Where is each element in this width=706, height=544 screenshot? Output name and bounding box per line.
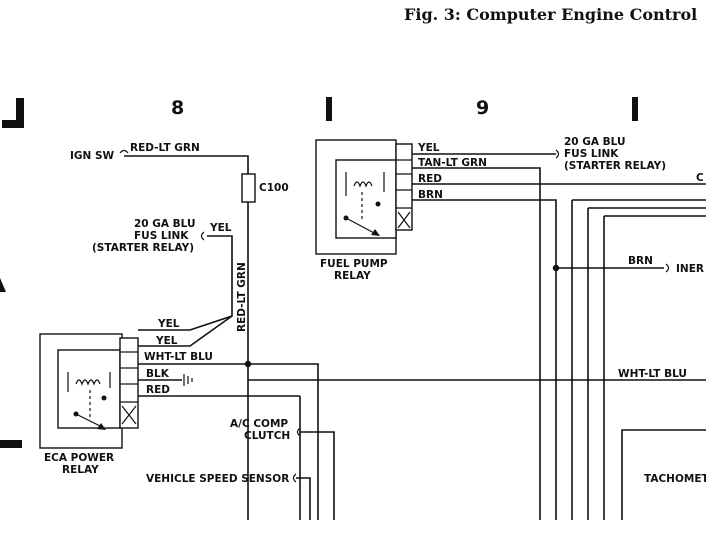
fus-link-left-line1: 20 GA BLU: [134, 218, 196, 230]
fuel-pump-brn-wire: [412, 199, 557, 520]
eca-relay-arrow: [97, 423, 106, 430]
vss-wire: [296, 477, 311, 520]
connector-mark: [119, 149, 129, 154]
ac-comp-label-1: A/C COMP: [230, 418, 288, 430]
edge-arrow-marker: [0, 278, 6, 292]
fuel-pump-relay-label-1: FUEL PUMP: [320, 258, 388, 270]
section-number-8: 8: [171, 97, 184, 119]
ign-sw-label: IGN SW: [70, 150, 115, 162]
fuel-pump-pin-block: [395, 143, 413, 231]
fus-link-left-line2: FUS LINK: [134, 230, 189, 242]
eca-wire-yel-1: YEL: [157, 318, 180, 330]
fuel-pump-relay-arrow: [371, 229, 380, 236]
inert-label-cut: INER: [676, 263, 704, 275]
fus-link-left-mark: [200, 231, 205, 241]
eca-relay-inner: [57, 349, 121, 429]
wht-lt-blu-right-label: WHT-LT BLU: [618, 368, 687, 380]
eca-wire-yel-2: YEL: [155, 335, 178, 347]
fuel-pump-wire-red: RED: [418, 173, 442, 185]
fuel-pump-pin-x: [397, 211, 411, 229]
eca-pin-dividers: [120, 351, 138, 403]
fus-link-right-line1: 20 GA BLU: [564, 136, 626, 148]
eca-yel-wire: [138, 315, 233, 347]
c-label-cut: C: [696, 172, 704, 184]
section-divider-marker: [326, 97, 332, 121]
eca-wire-wht-lt-blu: WHT-LT BLU: [144, 351, 213, 363]
section-number-9: 9: [476, 97, 489, 119]
eca-relay-label-2: RELAY: [62, 464, 99, 476]
fuel-pump-relay-label-2: RELAY: [334, 270, 371, 282]
ground-icon: [183, 374, 193, 386]
figure-title: Fig. 3: Computer Engine Control: [404, 5, 697, 24]
c100-connector: [241, 173, 256, 203]
ac-comp-wire: [300, 431, 335, 520]
fuel-pump-relay-switch-arm: [345, 217, 377, 235]
wire-label-red-lt-grn: RED-LT GRN: [130, 142, 200, 154]
eca-pin-block: [119, 337, 139, 429]
section-divider-marker-right: [632, 97, 638, 121]
fus-link-left-line3: (STARTER RELAY): [92, 242, 194, 254]
section-edge-marker: [0, 440, 22, 448]
inert-connector: [665, 263, 670, 273]
wht-lt-blu-to-right: [248, 363, 319, 520]
vss-connector: [292, 473, 297, 483]
fuel-pump-relay-contact-2: [375, 201, 381, 207]
eca-wire-red: RED: [146, 384, 170, 396]
section-corner-marker: [2, 98, 24, 128]
fus-link-right-line2: FUS LINK: [564, 148, 619, 160]
fuel-pump-wire-tan-lt-grn: TAN-LT GRN: [418, 157, 487, 169]
ac-comp-label-2: CLUTCH: [244, 430, 290, 442]
fuel-pump-relay-coil: [353, 181, 373, 188]
eca-pin-x: [121, 405, 137, 425]
fus-link-right-mark: [555, 149, 560, 159]
eca-relay-label-1: ECA POWER: [44, 452, 114, 464]
eca-wire-blk: BLK: [146, 368, 170, 380]
tachometer-box: [621, 429, 706, 520]
yel-left-label: YEL: [209, 222, 232, 234]
fus-link-right-line3: (STARTER RELAY): [564, 160, 666, 172]
eca-relay-coil: [75, 379, 101, 386]
ign-wire: [124, 155, 249, 174]
brn-right-label: BRN: [628, 255, 653, 267]
harness-top-runs: [572, 199, 706, 217]
fuel-pump-tan-lt-grn-wire: [412, 167, 541, 520]
fuel-pump-relay-inner: [335, 159, 397, 239]
fuel-pump-pin-dividers: [396, 159, 412, 209]
fuel-pump-coil-leads: [345, 172, 385, 196]
fuel-pump-wire-brn: BRN: [418, 189, 443, 201]
tachometer-label-cut: TACHOMET: [644, 473, 706, 485]
fuel-pump-wire-yel: YEL: [417, 142, 440, 154]
eca-relay-contact-2: [101, 395, 107, 401]
c100-label: C100: [259, 182, 289, 194]
vss-label: VEHICLE SPEED SENSOR: [146, 473, 289, 485]
wire-label-red-lt-grn-vertical: RED-LT GRN: [236, 262, 248, 332]
eca-relay-coil-leads: [67, 372, 111, 392]
